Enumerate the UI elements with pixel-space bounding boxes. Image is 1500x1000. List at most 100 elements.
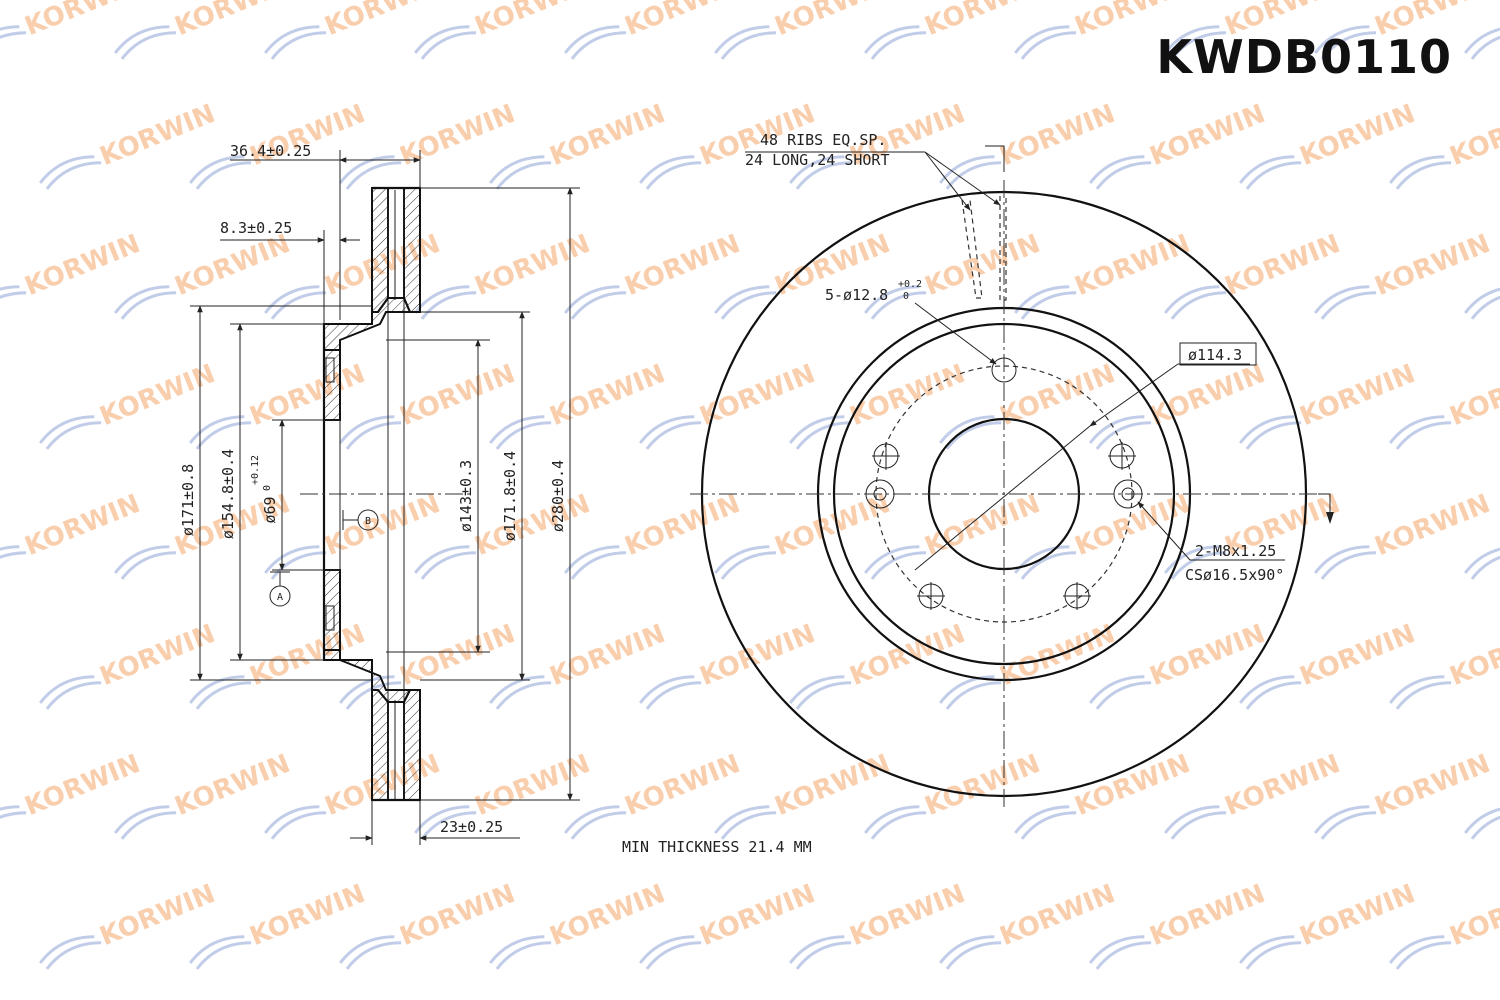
watermark-tile: KORWIN — [1464, 25, 1500, 60]
bolt-hole-1 — [991, 357, 1017, 383]
watermark-tile: KORWIN — [0, 749, 145, 840]
svg-text:KORWIN: KORWIN — [246, 879, 370, 952]
thread-note-line1: 2-M8x1.25 — [1195, 542, 1276, 560]
watermark-tile: KORWIN — [1464, 285, 1500, 320]
watermark-tile: KORWIN — [714, 0, 894, 60]
svg-text:KORWIN: KORWIN — [21, 749, 145, 822]
svg-text:KORWIN: KORWIN — [171, 0, 295, 42]
svg-text:KORWIN: KORWIN — [1296, 99, 1420, 172]
svg-text:KORWIN: KORWIN — [921, 489, 1045, 562]
dim-thickness: 23±0.25 — [440, 818, 503, 836]
svg-text:KORWIN: KORWIN — [546, 359, 670, 432]
thread-note-line2: CSø16.5x90° — [1185, 566, 1284, 584]
thread-hole-2 — [1113, 479, 1143, 509]
svg-text:KORWIN: KORWIN — [1071, 749, 1195, 822]
watermark-tile: KORWIN — [264, 0, 445, 60]
svg-text:KORWIN: KORWIN — [1446, 99, 1500, 172]
svg-text:KORWIN: KORWIN — [396, 619, 520, 692]
svg-text:KORWIN: KORWIN — [696, 619, 820, 692]
svg-text:KORWIN: KORWIN — [846, 879, 970, 952]
svg-text:KORWIN: KORWIN — [396, 99, 520, 172]
svg-text:KORWIN: KORWIN — [1371, 229, 1495, 302]
bolt-hole-2 — [1108, 442, 1136, 470]
pcd-label: ø114.3 — [1188, 346, 1242, 364]
svg-text:KORWIN: KORWIN — [396, 879, 520, 952]
thread-hole-1 — [865, 479, 895, 509]
svg-text:KORWIN: KORWIN — [1371, 489, 1495, 562]
datum-a-symbol — [269, 585, 291, 607]
svg-text:KORWIN: KORWIN — [771, 749, 895, 822]
bolt-holes-note: 5-ø12.8 — [825, 286, 888, 304]
svg-text:KORWIN: KORWIN — [546, 879, 670, 952]
min-thickness-note: MIN THICKNESS 21.4 MM — [622, 838, 812, 856]
svg-text:KORWIN: KORWIN — [21, 489, 145, 562]
ribs-note-line1: 48 RIBS EQ.SP. — [760, 131, 886, 149]
svg-text:KORWIN: KORWIN — [246, 359, 370, 432]
ribs-note-line2: 24 LONG,24 SHORT — [745, 151, 890, 169]
datum-b-symbol — [357, 509, 379, 531]
dim-disc-diameter: ø280±0.4 — [549, 460, 567, 532]
watermark-tile: KORWIN — [114, 0, 295, 60]
svg-text:KORWIN: KORWIN — [96, 99, 220, 172]
svg-text:KORWIN: KORWIN — [1146, 359, 1270, 432]
hat-lower — [323, 649, 412, 703]
dim-center-bore: ø69 — [261, 496, 279, 523]
svg-text:KORWIN: KORWIN — [1221, 229, 1345, 302]
watermark-tile: KORWIN — [414, 0, 595, 60]
svg-text:KORWIN: KORWIN — [996, 359, 1120, 432]
side-section-view: B A 36.4±0.25 8.3±0.25 23±0.25 ø171±0.8 … — [179, 142, 580, 845]
svg-text:KORWIN: KORWIN — [1146, 99, 1270, 172]
watermark-tile: KORWIN — [1464, 545, 1500, 580]
svg-text:KORWIN: KORWIN — [96, 879, 220, 952]
svg-text:KORWIN: KORWIN — [246, 619, 370, 692]
svg-text:KORWIN: KORWIN — [171, 749, 295, 822]
svg-text:KORWIN: KORWIN — [1146, 619, 1270, 692]
svg-text:KORWIN: KORWIN — [321, 0, 445, 42]
svg-text:KORWIN: KORWIN — [1071, 489, 1195, 562]
svg-text:KORWIN: KORWIN — [1071, 229, 1195, 302]
dim-hat-outer: ø171.8±0.4 — [501, 451, 519, 541]
svg-text:KORWIN: KORWIN — [921, 229, 1045, 302]
svg-text:KORWIN: KORWIN — [1296, 619, 1420, 692]
dim-offset-total: 36.4±0.25 — [230, 142, 311, 160]
svg-text:KORWIN: KORWIN — [471, 229, 595, 302]
svg-text:KORWIN: KORWIN — [471, 749, 595, 822]
svg-text:KORWIN: KORWIN — [1221, 749, 1345, 822]
bolt-holes-tol-upper: +0.2 — [898, 279, 922, 290]
dim-center-bore-tol-upper: +0.12 — [250, 455, 261, 485]
inner-friction-ring-lower — [403, 689, 421, 801]
svg-text:KORWIN: KORWIN — [996, 99, 1120, 172]
svg-text:KORWIN: KORWIN — [621, 0, 745, 42]
svg-text:KORWIN: KORWIN — [621, 489, 745, 562]
svg-text:KORWIN: KORWIN — [96, 359, 220, 432]
svg-text:KORWIN: KORWIN — [621, 749, 745, 822]
svg-text:KORWIN: KORWIN — [1446, 879, 1500, 952]
dim-hub-face: ø154.8±0.4 — [219, 449, 237, 539]
svg-text:KORWIN: KORWIN — [1296, 359, 1420, 432]
bolt-holes-tol-lower: 0 — [903, 291, 909, 302]
inner-friction-ring — [403, 187, 421, 313]
svg-text:KORWIN: KORWIN — [771, 489, 895, 562]
outer-friction-ring-lower — [371, 689, 389, 801]
svg-text:KORWIN: KORWIN — [21, 0, 145, 42]
front-view: 48 RIBS EQ.SP. 24 LONG,24 SHORT 5-ø12.8 … — [690, 131, 1334, 810]
svg-text:KORWIN: KORWIN — [471, 489, 595, 562]
svg-text:KORWIN: KORWIN — [96, 619, 220, 692]
datum-a-label: A — [277, 592, 283, 603]
watermark-tile: KORWIN — [0, 229, 145, 320]
bolt-hole-3 — [1063, 582, 1091, 610]
svg-text:KORWIN: KORWIN — [921, 749, 1045, 822]
svg-text:KORWIN: KORWIN — [1371, 749, 1495, 822]
watermark-tile: KORWIN — [0, 489, 145, 580]
svg-text:KORWIN: KORWIN — [21, 229, 145, 302]
svg-text:KORWIN: KORWIN — [471, 0, 595, 42]
svg-text:KORWIN: KORWIN — [396, 359, 520, 432]
svg-text:KORWIN: KORWIN — [996, 879, 1120, 952]
svg-text:KORWIN: KORWIN — [1296, 879, 1420, 952]
dim-outer-flange: ø171±0.8 — [179, 464, 197, 536]
svg-text:KORWIN: KORWIN — [1446, 619, 1500, 692]
watermark-tile: KORWIN — [864, 0, 1044, 60]
svg-text:KORWIN: KORWIN — [621, 229, 745, 302]
hat-inner-edge — [832, 322, 1176, 666]
